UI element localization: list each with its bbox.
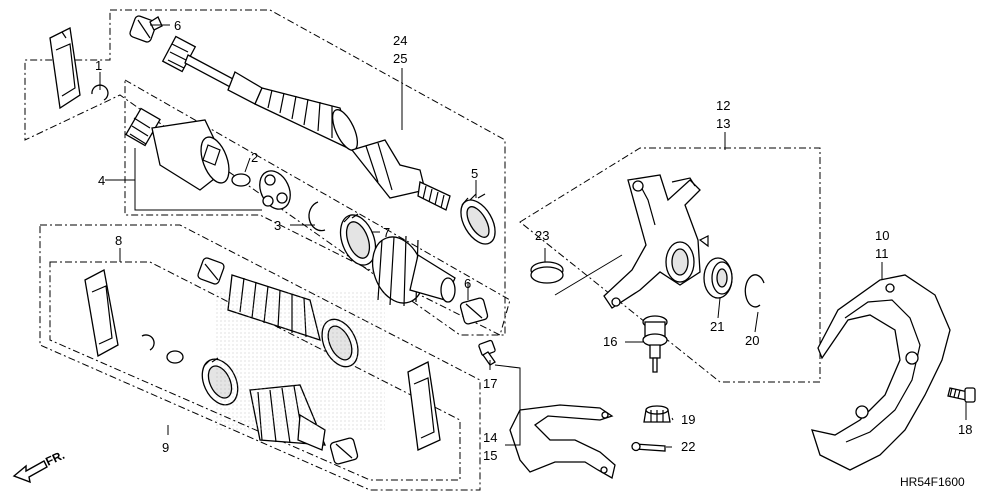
outboard-boot-kit-outline: [49, 261, 461, 481]
callout-21: 21: [710, 319, 724, 334]
callout-24: 24: [393, 33, 407, 48]
grease-pack-lower-left: [84, 269, 119, 358]
callout-6-upper: 6: [174, 18, 181, 33]
front-arrow-icon: [12, 460, 48, 484]
boot-band-7: [339, 213, 377, 266]
callout-11: 11: [875, 246, 889, 261]
callout-16: 16: [603, 334, 617, 349]
shaft-spline-and-body: [161, 35, 263, 105]
inboard-joint-housing: [125, 107, 230, 191]
wheel-bearing-21: [703, 257, 733, 299]
callout-17: 17: [483, 376, 497, 391]
ball-joint-16: [642, 315, 668, 373]
callout-25: 25: [393, 51, 407, 66]
boot-band-6-upper: [129, 15, 163, 43]
snap-ring-lower: [141, 334, 155, 351]
snap-ring-1: [91, 84, 109, 101]
tripod-bearing: [259, 170, 291, 210]
callout-10: 10: [875, 228, 889, 243]
callout-5: 5: [471, 166, 478, 181]
callout-23: 23: [535, 228, 549, 243]
disk-cover: [811, 274, 951, 471]
inboard-joint-upper: [350, 139, 451, 211]
circlip-2: [231, 173, 251, 187]
knuckle-assembly: [530, 174, 765, 373]
castle-nut-19: [643, 405, 671, 423]
boot-band-lower-small: [197, 257, 225, 285]
outboard-joint-set: [84, 257, 441, 465]
leader-lines: [99, 24, 967, 448]
outboard-boot-upper: [254, 87, 359, 152]
callout-6-lower: 6: [464, 276, 471, 291]
callout-22: 22: [681, 439, 695, 454]
snap-ring-20: [744, 274, 765, 308]
knuckle: [603, 174, 709, 309]
callout-8: 8: [115, 233, 122, 248]
grease-pack-upper: [49, 27, 81, 110]
callouts: 1 2 3 4 5 6 6 7 8 9 10 11 12 13 14 15 16…: [95, 18, 972, 463]
driveshaft-assembly-outline: [24, 9, 506, 336]
brake-hose-bracket: [509, 404, 616, 479]
front-direction-label: FR.: [43, 448, 66, 469]
bolt-17: [478, 339, 496, 366]
callout-14: 14: [483, 430, 497, 445]
front-direction-marker: FR.: [12, 448, 67, 484]
callout-12: 12: [716, 98, 730, 113]
callout-7: 7: [383, 225, 390, 240]
boot-band-lower-3: [329, 437, 359, 465]
callout-9: 9: [162, 440, 169, 455]
inboard-boot-upper: [371, 235, 456, 307]
circlip-23: [530, 261, 564, 284]
grease-pack-lower-right: [407, 361, 441, 451]
shading: [215, 290, 385, 430]
callout-15: 15: [483, 448, 497, 463]
callout-1: 1: [95, 58, 102, 73]
inner-joint-set: [125, 107, 489, 325]
drive-shaft-assembly: [49, 15, 496, 245]
circlip-lower: [166, 350, 184, 364]
cotter-pin-22: [631, 441, 666, 452]
callout-2: 2: [251, 150, 258, 165]
callout-20: 20: [745, 333, 759, 348]
knuckle-assembly-outline: [519, 147, 821, 383]
stop-ring-3: [308, 201, 326, 232]
callout-3: 3: [274, 218, 281, 233]
callout-19: 19: [681, 412, 695, 427]
callout-18: 18: [958, 422, 972, 437]
group-outlines: [24, 9, 821, 491]
inner-joint-set-outline: [124, 79, 511, 336]
boot-band-5: [460, 193, 496, 245]
outboard-joint-set-outline: [39, 224, 481, 491]
callout-4: 4: [98, 173, 105, 188]
boot-band-6-lower: [459, 297, 489, 325]
callout-13: 13: [716, 116, 730, 131]
drawing-code: HR54F1600: [900, 475, 965, 489]
bolt-18: [947, 387, 976, 403]
